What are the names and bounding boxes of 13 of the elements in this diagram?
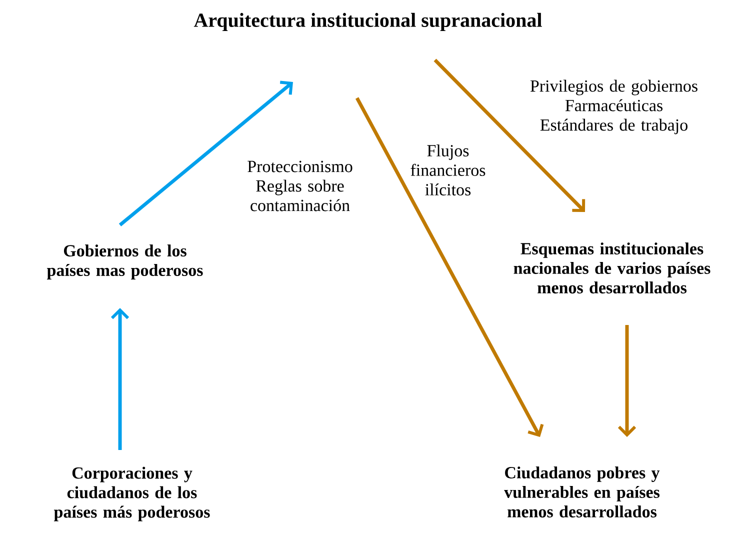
- arrow: [355, 97, 544, 437]
- arrow: [618, 325, 636, 437]
- node-label: Esquemas institucionales nacionales de varios países menos desarrollados: [514, 242, 710, 294]
- arrow: [118, 80, 293, 226]
- title: Arquitectura institucional supranacional: [194, 12, 542, 32]
- node-label: Corporaciones y ciudadanos de los países más poderosos: [54, 466, 210, 522]
- node-label: Gobiernos de los países mas poderosos: [46, 244, 203, 280]
- edge-label: Flujos financieros ilícitos: [410, 144, 486, 196]
- edge-label: Proteccionismo Reglas sobre contaminación: [248, 160, 352, 212]
- node-label: Ciudadanos pobres y vulnerables en países menos desarrollados: [504, 466, 660, 518]
- arrow: [434, 58, 586, 212]
- arrow: [110, 308, 130, 450]
- edge-label: Privilegios de gobiernos Farmacéuticas Estándares de trabajo: [530, 80, 698, 134]
